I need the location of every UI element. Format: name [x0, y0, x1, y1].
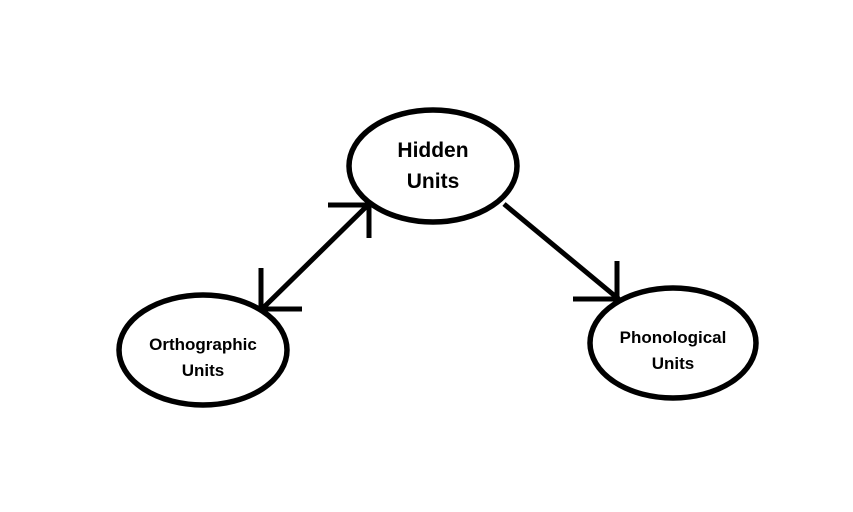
hidden-phonological-arrow: [502, 202, 623, 303]
orthographic-units-ellipse: [116, 292, 290, 408]
arrow-shaft: [502, 202, 623, 303]
phonological-units-ellipse: [587, 285, 759, 401]
phonological-units-label-line2: Units: [652, 354, 695, 373]
hidden-units-label-line2: Units: [407, 170, 460, 193]
orthographic-units-label-line1: Orthographic: [149, 335, 257, 354]
orthographic-units-label-line2: Units: [182, 361, 225, 380]
orthographic-units-node: Orthographic Units: [116, 292, 290, 408]
hidden-units-label-line1: Hidden: [397, 139, 468, 162]
hidden-units-ellipse: [346, 107, 520, 225]
phonological-units-label-line1: Phonological: [620, 328, 727, 347]
orthographic-hidden-arrow: [257, 201, 372, 312]
arrow-shaft: [260, 201, 372, 311]
phonological-units-node: Phonological Units: [587, 285, 759, 401]
hidden-units-node: Hidden Units: [346, 107, 520, 225]
